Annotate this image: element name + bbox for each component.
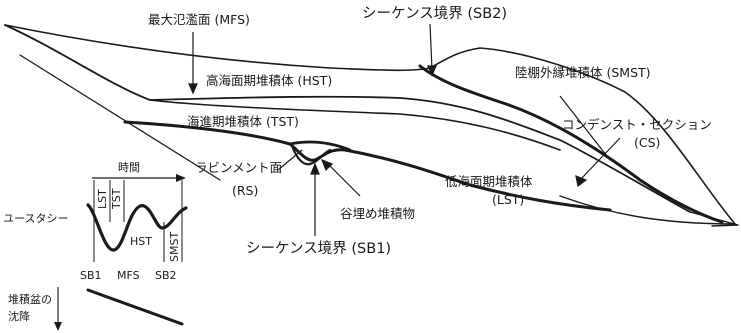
cross-section <box>4 24 739 227</box>
label-sb1: シーケンス境界 (SB1) <box>246 239 391 257</box>
inset-eustasy: 時間 LST TST HST SMST ユースタシー SB1 MFS SB2 堆… <box>3 161 188 331</box>
eustasy-curve <box>86 203 188 252</box>
mfs-arrow-head <box>188 83 198 95</box>
label-tst: 海進期堆積体 (TST) <box>187 114 299 129</box>
label-valley-fill: 谷埋め堆積物 <box>340 206 415 221</box>
basin-slope-line <box>19 54 221 181</box>
tst-top-surface <box>149 99 561 151</box>
sb2-arrow <box>429 23 433 71</box>
stage-smst: SMST <box>168 232 181 262</box>
stage-tst: TST <box>110 188 123 210</box>
smst-arrow <box>559 95 611 161</box>
tick-sb2: SB2 <box>155 269 177 282</box>
label-sb2: シーケンス境界 (SB2) <box>362 4 507 22</box>
tick-mfs: MFS <box>117 269 140 282</box>
valley-fill-arrow <box>325 161 361 197</box>
cs-arrow-head <box>575 175 588 188</box>
label-cs-line1: コンデンスト・セクション <box>562 117 712 132</box>
tick-sb1: SB1 <box>80 269 102 282</box>
main-labels: 最大氾濫面 (MFS) シーケンス境界 (SB2) 高海面期堆積体 (HST) … <box>148 4 712 257</box>
ravinement-surface <box>288 140 352 152</box>
subsidence-line <box>86 288 184 326</box>
mfs-surface <box>4 24 691 213</box>
label-lst-line1: 低海面期堆積体 <box>445 174 533 189</box>
sb1-arrow-head <box>310 162 320 175</box>
label-time: 時間 <box>118 161 140 174</box>
sb2-arrow-head <box>427 65 437 77</box>
wedge-tip <box>689 211 739 227</box>
label-rs-line1: ラビンメント面 <box>195 160 282 175</box>
label-eustasy: ユースタシー <box>3 212 68 225</box>
label-subsidence-line2: 沈降 <box>8 309 30 323</box>
label-cs-line2: (CS) <box>634 135 660 150</box>
label-hst: 高海面期堆積体 (HST) <box>206 73 332 88</box>
label-mfs: 最大氾濫面 (MFS) <box>148 12 250 27</box>
subsidence-arrow-head <box>54 322 62 331</box>
label-lst-line2: (LST) <box>492 192 524 207</box>
cs-arrow <box>579 137 621 181</box>
bottom-tip-surface <box>559 195 736 225</box>
stage-lst: LST <box>96 189 109 209</box>
leader-arrows <box>188 23 621 236</box>
sb2-surface <box>418 64 724 224</box>
time-arrow-head <box>176 174 186 182</box>
label-rs-line2: (RS) <box>232 183 258 198</box>
rs-arrow <box>277 149 303 171</box>
top-surface <box>4 24 736 225</box>
sb1-surface <box>123 120 612 212</box>
stage-hst: HST <box>130 235 152 248</box>
label-smst: 陸棚外縁堆積体 (SMST) <box>515 65 651 80</box>
label-subsidence-line1: 堆積盆の <box>8 292 52 306</box>
valley-fill-arrow-head <box>320 158 334 172</box>
